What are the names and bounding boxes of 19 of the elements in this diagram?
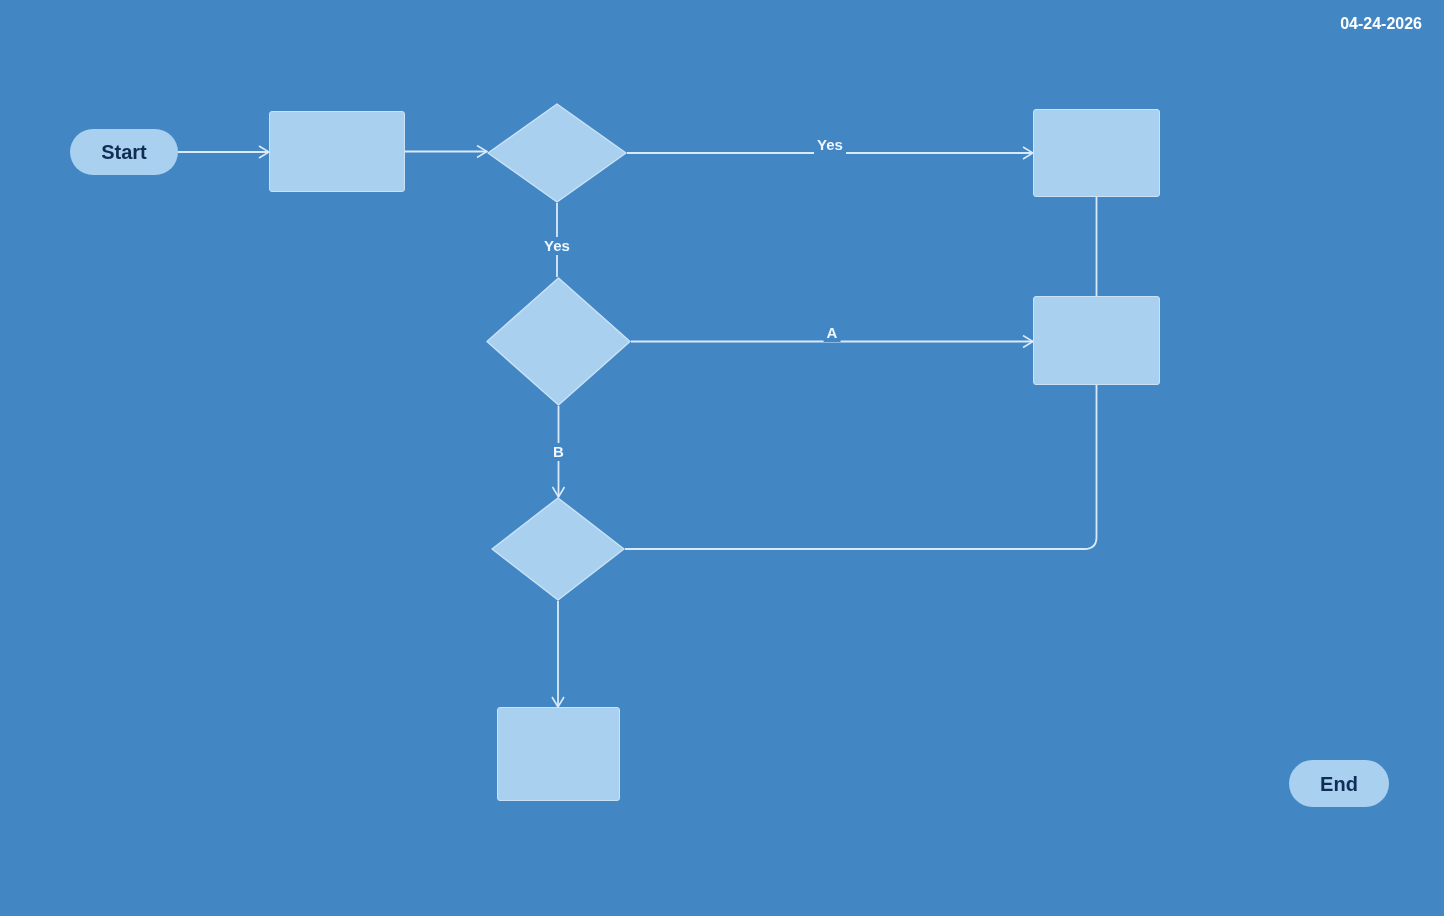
connector-arrow [551,405,566,498]
process-box [497,707,620,801]
terminal-pill [1289,760,1389,807]
connector-arrow [626,146,1034,160]
connector-arrow [177,145,270,159]
terminal-label: Start [101,140,147,165]
process-box [269,111,405,192]
terminal-pill [70,129,178,175]
process-box [1033,296,1160,385]
connector-arrow [630,334,1034,349]
decision-diamond [486,277,631,406]
connector-arrow [404,144,488,159]
decision-diamond [487,103,627,203]
process-box [1033,109,1160,197]
terminal-label: End [1320,771,1358,797]
date-label: 04-24-2026 [1340,14,1422,34]
connector-arrow [551,600,565,708]
decision-diamond [491,497,625,601]
edge-label: Yes [541,237,573,255]
